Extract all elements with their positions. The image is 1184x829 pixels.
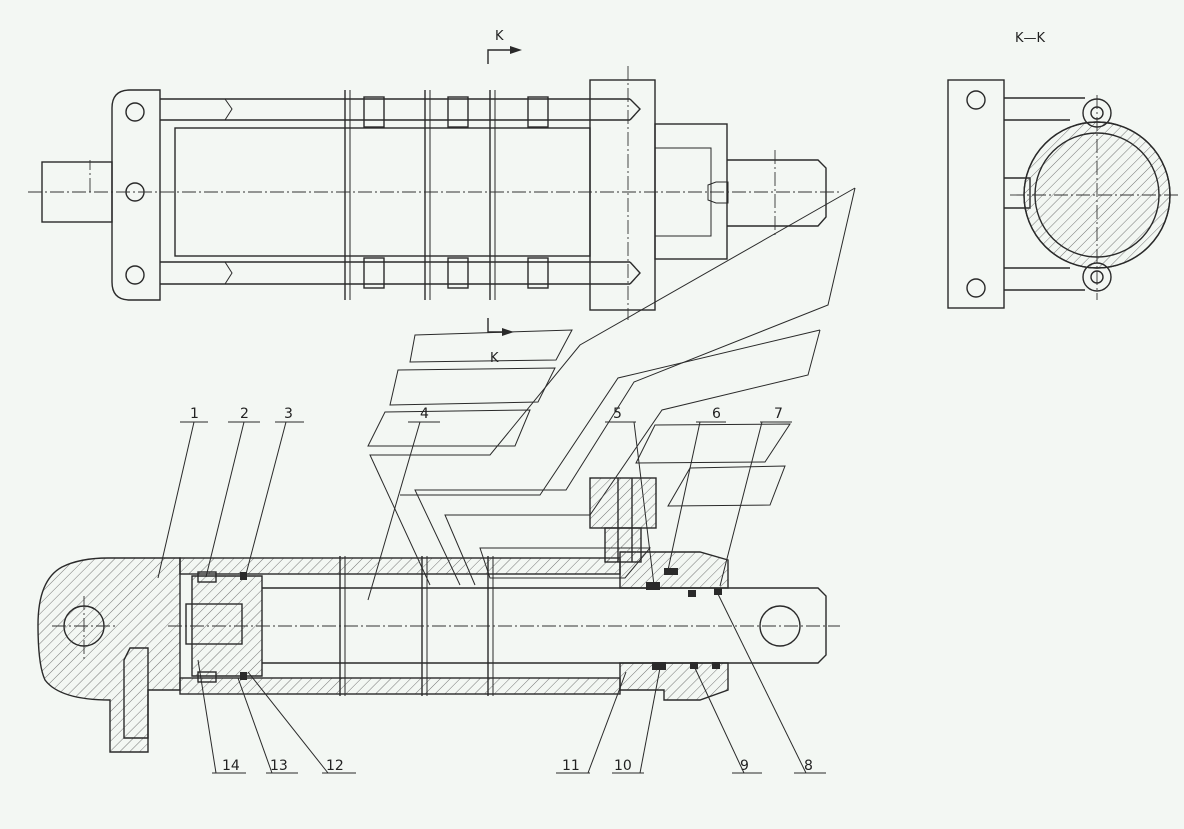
part-label-8: 8 [804, 758, 813, 774]
part-label-12: 12 [326, 758, 344, 774]
part-label-7: 7 [774, 406, 783, 422]
part-label-2: 2 [240, 406, 249, 422]
part-label-9: 9 [740, 758, 749, 774]
part-label-5: 5 [613, 406, 622, 422]
exploded-lines [367, 187, 856, 586]
bottom-view [37, 477, 840, 753]
part-label-13: 13 [270, 758, 288, 774]
top-view [28, 46, 840, 336]
section-mark-top: K [495, 29, 504, 44]
part-label-10: 10 [614, 758, 632, 774]
part-label-4: 4 [420, 406, 429, 422]
part-label-3: 3 [284, 406, 293, 422]
leader-lines [157, 421, 826, 774]
part-label-1: 1 [190, 406, 199, 422]
part-label-6: 6 [712, 406, 721, 422]
part-label-14: 14 [222, 758, 240, 774]
section-view-title: K—K [1015, 31, 1046, 46]
section-view [947, 79, 1180, 309]
section-mark-bottom: K [490, 351, 499, 366]
part-label-11: 11 [562, 758, 580, 774]
